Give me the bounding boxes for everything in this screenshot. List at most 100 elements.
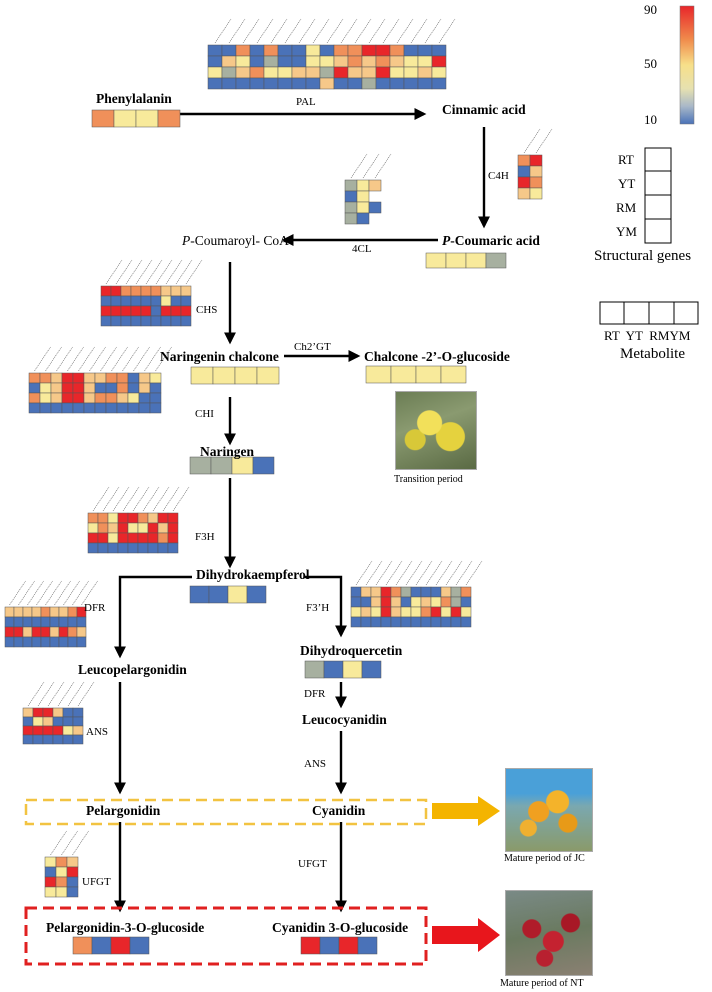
heatmap-cell-pal xyxy=(389,44,405,57)
heatmap-cell-4cl xyxy=(344,190,358,203)
gene-id-label-chi xyxy=(89,346,106,372)
heatmap-cell-chi xyxy=(127,382,140,394)
heatmap-cell-ufgt xyxy=(44,866,57,878)
heatmap-cell-f3ph xyxy=(440,596,452,608)
gene-id-label-pal xyxy=(284,18,302,44)
heatmap-cell-f3ph xyxy=(370,586,382,598)
heatmap-cell-pal xyxy=(235,44,251,57)
gene-id-label-chs xyxy=(145,259,163,285)
heatmap-cell-f3ph xyxy=(390,616,402,628)
heatmap-cell-pal xyxy=(333,77,349,90)
metabolite-cell-dihydroquercetin xyxy=(323,660,344,679)
heatmap-cell-dfr_l xyxy=(49,606,60,618)
heatmap-cell-dfr_l xyxy=(76,626,87,638)
heatmap-cell-4cl xyxy=(344,179,358,192)
gene-id-label-f3h xyxy=(132,486,150,512)
heatmap-cell-4cl xyxy=(344,212,358,225)
heatmap-cell-f3ph xyxy=(450,596,462,608)
heatmap-cell-pal xyxy=(263,66,279,79)
gene-id-label-f3ph xyxy=(355,560,373,586)
heatmap-cell-ufgt xyxy=(66,886,79,898)
heatmap-cell-chs xyxy=(120,295,132,307)
heatmap-cell-chi xyxy=(50,402,63,414)
heatmap-cell-f3h xyxy=(147,522,159,534)
gene-id-label-pal xyxy=(438,18,456,44)
gene-id-label-chi xyxy=(45,346,62,372)
legend-gene-ym: YM xyxy=(616,224,637,239)
heatmap-cell-pal xyxy=(277,77,293,90)
legend-gene-yt: YT xyxy=(618,176,636,191)
heatmap-cell-c4h xyxy=(517,154,531,167)
heatmap-cell-ans xyxy=(72,707,84,718)
heatmap-cell-pal xyxy=(221,55,237,68)
heatmap-cell-pal xyxy=(347,77,363,90)
heatmap-cell-dfr_l xyxy=(58,636,69,648)
heatmap-cell-dfr_l xyxy=(49,636,60,648)
heatmap-cell-chs xyxy=(170,295,182,307)
heatmap-cell-chi xyxy=(149,392,162,404)
heatmap-cell-f3ph xyxy=(390,596,402,608)
heatmap-cell-f3h xyxy=(137,512,149,524)
gene-id-label-chi xyxy=(155,346,172,372)
scale-mid-label: 50 xyxy=(644,56,657,71)
enzyme-4cl: 4CL xyxy=(352,243,372,255)
heatmap-cell-chs xyxy=(140,315,152,327)
heatmap-cell-dfr_l xyxy=(58,606,69,618)
gene-id-label-dfr_l xyxy=(9,580,26,606)
heatmap-cell-f3ph xyxy=(380,616,392,628)
heatmap-cell-f3h xyxy=(97,532,109,544)
heatmap-cell-ans xyxy=(62,707,74,718)
metabolite-cell-pelargonidin-glucoside xyxy=(129,936,150,955)
heatmap-cell-chs xyxy=(180,295,192,307)
heatmap-cell-dfr_l xyxy=(67,606,78,618)
heatmap-cell-f3h xyxy=(157,522,169,534)
heatmap-cell-f3h xyxy=(87,532,99,544)
heatmap-cell-ufgt xyxy=(55,886,68,898)
heatmap-cell-pal xyxy=(333,66,349,79)
mature-nt-photo xyxy=(505,890,593,976)
gene-id-label-chs xyxy=(125,259,143,285)
heatmap-cell-f3h xyxy=(117,532,129,544)
heatmap-cell-ans xyxy=(62,716,74,727)
heatmap-cell-f3ph xyxy=(390,586,402,598)
heatmap-cell-pal xyxy=(249,44,265,57)
heatmap-cell-chs xyxy=(150,285,162,297)
gene-id-labels xyxy=(9,18,553,856)
gene-id-label-pal xyxy=(256,18,274,44)
heatmap-cell-c4h xyxy=(529,176,543,189)
heatmap-cell-dfr_l xyxy=(22,626,33,638)
heatmap-cell-f3ph xyxy=(350,586,362,598)
heatmap-cell-pal xyxy=(291,55,307,68)
heatmap-cell-ans xyxy=(72,725,84,736)
heatmap-cell-ans xyxy=(62,725,74,736)
heatmap-cell-chi xyxy=(127,392,140,404)
heatmap-cell-chi xyxy=(39,372,52,384)
metabolite-pelargonidin: Pelargonidin xyxy=(86,803,161,818)
heatmap-cell-f3h xyxy=(157,512,169,524)
heatmap-cell-pal xyxy=(361,44,377,57)
heatmap-cell-chs xyxy=(180,285,192,297)
heatmap-cell-chi xyxy=(83,382,96,394)
heatmap-cell-pal xyxy=(319,66,335,79)
heatmap-cell-f3ph xyxy=(400,596,412,608)
heatmap-cell-dfr_l xyxy=(49,616,60,628)
heatmap-cell-f3ph xyxy=(350,596,362,608)
gene-id-label-pal xyxy=(270,18,288,44)
heatmap-cell-pal xyxy=(389,77,405,90)
heatmap-cell-f3h xyxy=(87,542,99,554)
heatmap-cell-pal xyxy=(389,66,405,79)
heatmap-cell-f3ph xyxy=(410,596,422,608)
metabolite-chalcone-glucoside: Chalcone -2’-O-glucoside xyxy=(364,349,510,364)
heatmap-cell-f3h xyxy=(157,542,169,554)
heatmap-cell-pal xyxy=(347,66,363,79)
heatmap-cell-f3h xyxy=(137,542,149,554)
gene-id-label-chs xyxy=(185,259,203,285)
heatmap-cell-chi xyxy=(116,382,129,394)
heatmap-cell-dfr_l xyxy=(31,606,42,618)
heatmap-cell-ans xyxy=(32,734,44,745)
metabolite-cell-naringen xyxy=(252,456,275,475)
heatmap-cell-pal xyxy=(291,44,307,57)
heatmap-cell-dfr_l xyxy=(4,616,15,628)
heatmap-cell-dfr_l xyxy=(13,616,24,628)
enzyme-pal: PAL xyxy=(296,96,316,108)
